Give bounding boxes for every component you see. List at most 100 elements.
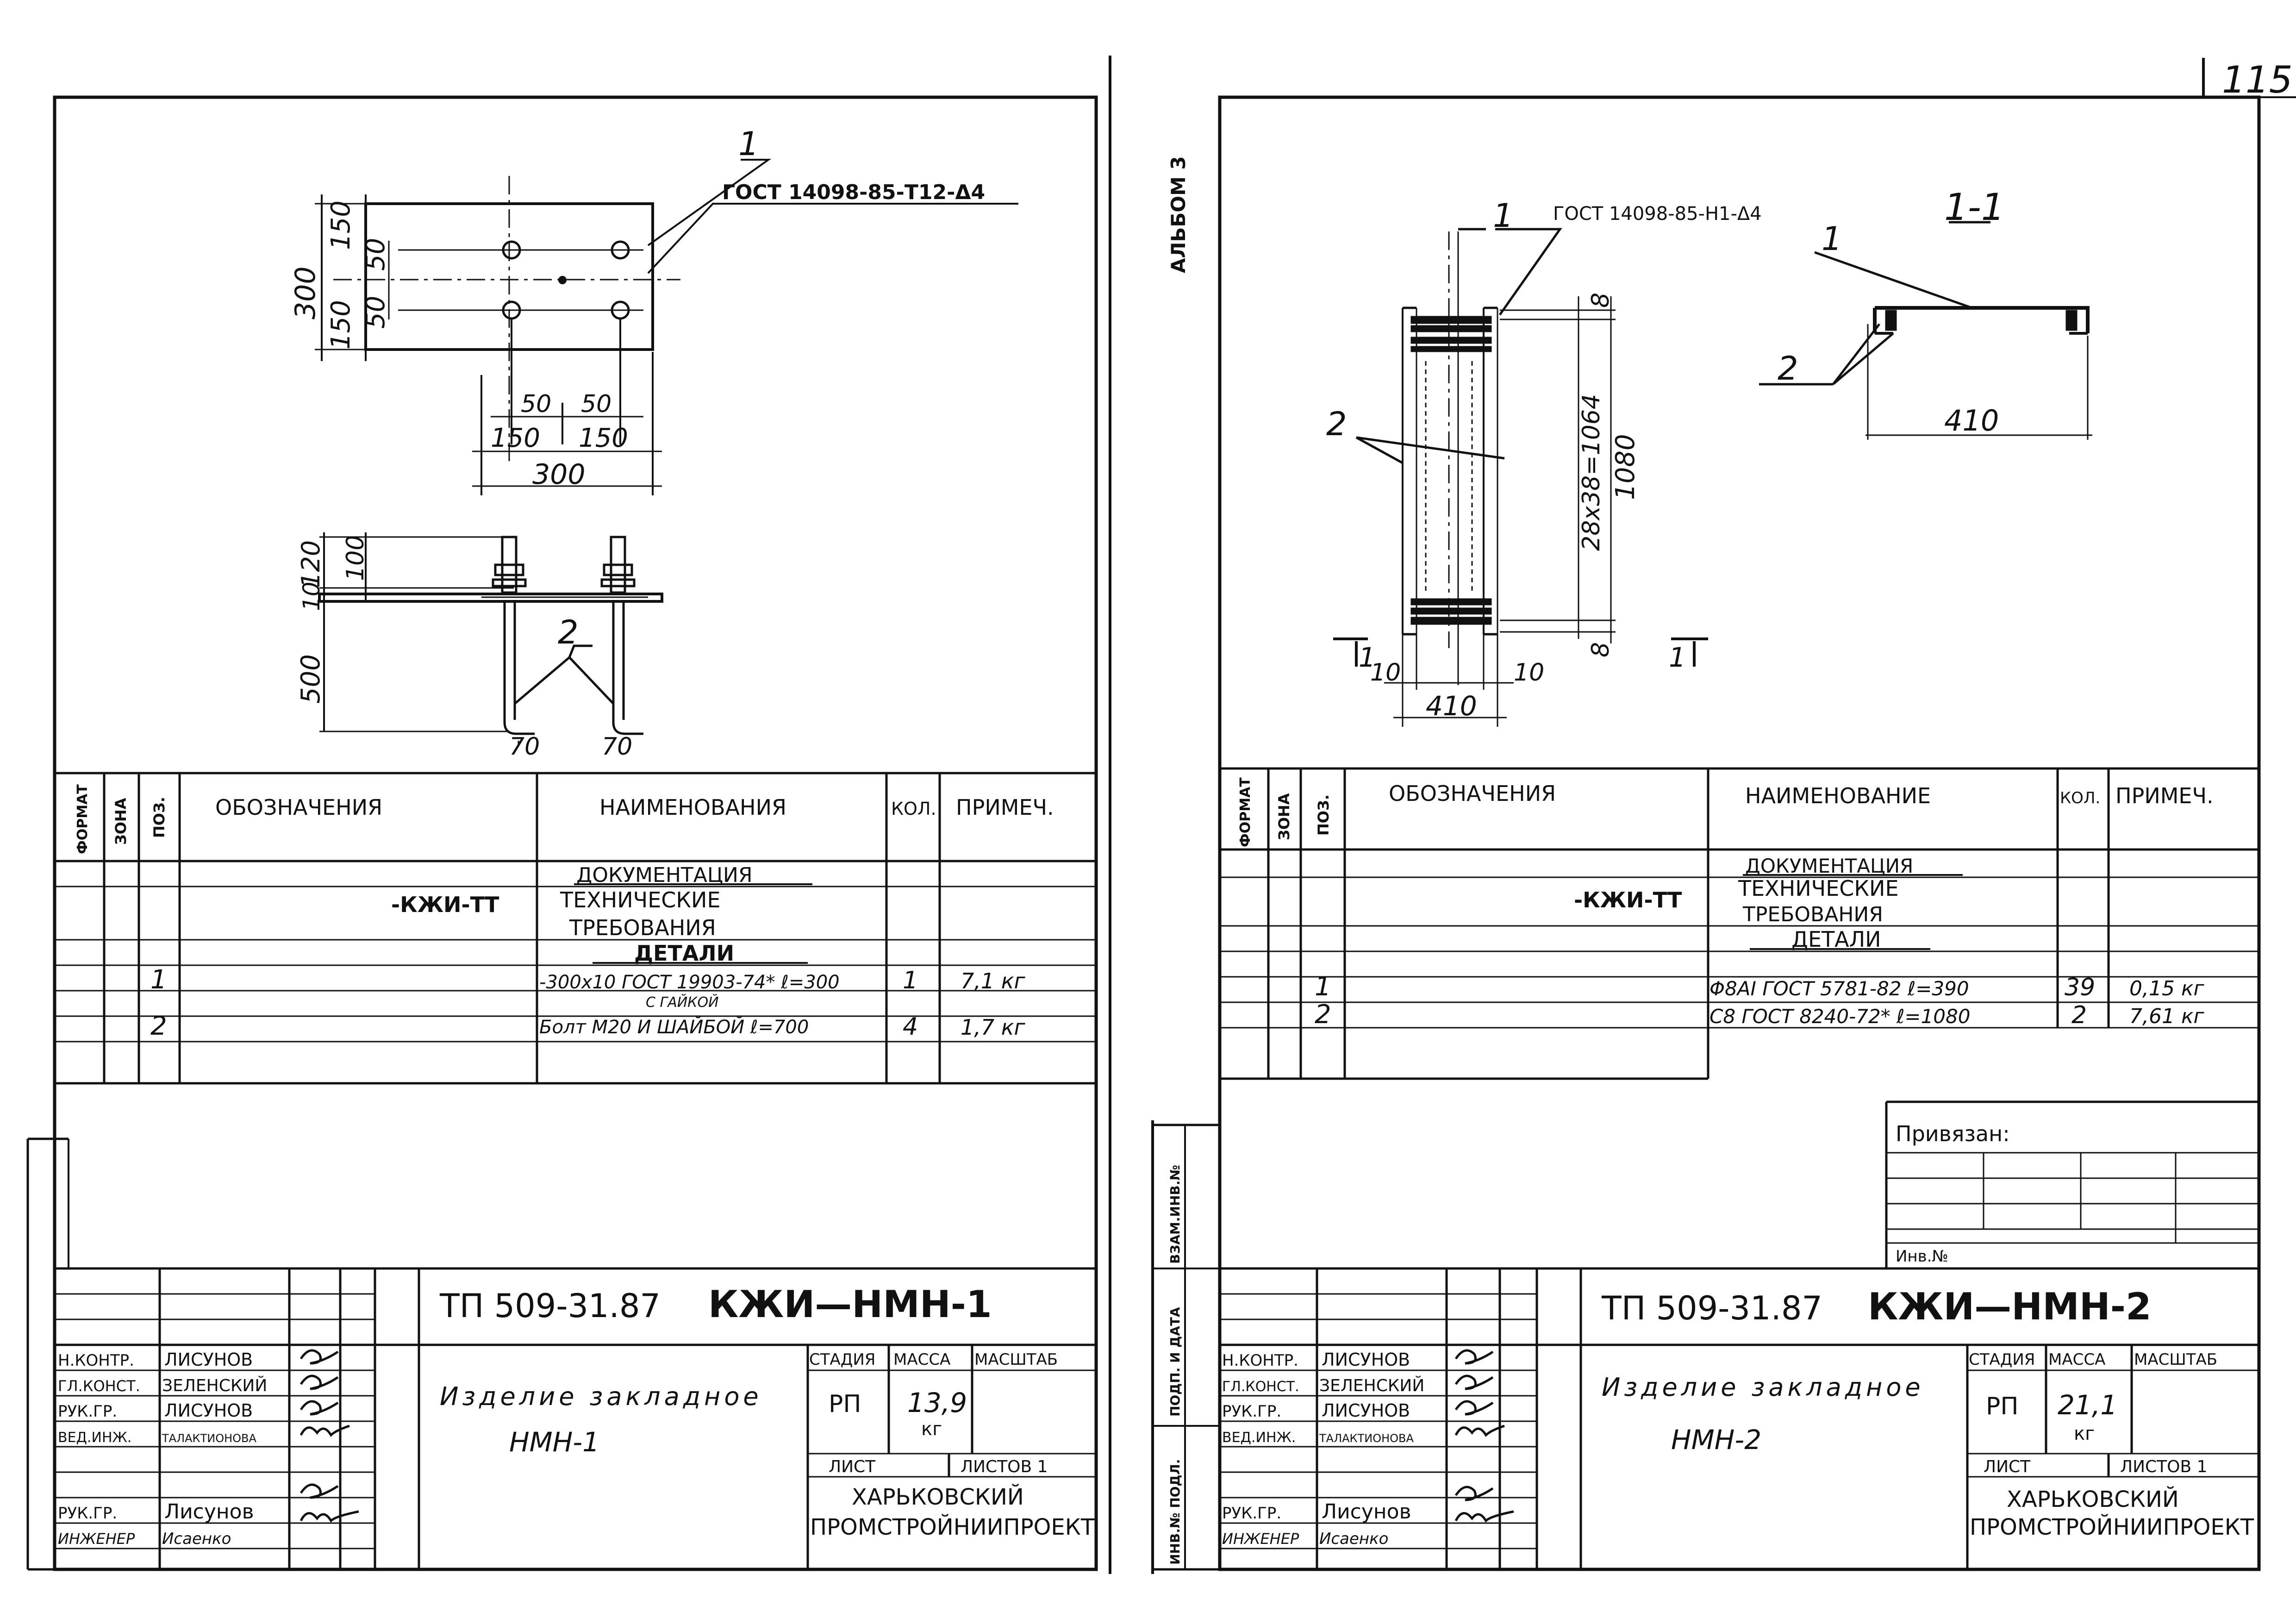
sheet2-gost-note: ГОСТ 14098-85-Н1-Δ4 [1553, 203, 1762, 225]
sheet1-role-2: РУК.ГР. [58, 1402, 117, 1421]
sheet1-name-0: ЛИСУНОВ [164, 1349, 253, 1370]
sheet1-dim-300-h: 300 [532, 458, 586, 491]
sheet1-hdr-pos: ПОЗ. [150, 797, 168, 838]
sheet1-sheet-label: ЛИСТ [829, 1457, 876, 1476]
sheet2-mass-unit: кг [2074, 1423, 2095, 1444]
sheet1-pos1-callout: 1 [738, 125, 759, 163]
sheet2-role-3: ВЕД.ИНЖ. [1222, 1430, 1296, 1446]
sheet1-dim-50-h2: 50 [581, 390, 611, 418]
sheet2-dim-1080: 1080 [1610, 434, 1641, 500]
sheet1-scale-label: МАСШТАБ [974, 1350, 1058, 1369]
sheet2-side-label-2: ИНВ.№ ПОДЛ. [1167, 1459, 1183, 1565]
sheet2-sheets-label: ЛИСТОВ 1 [2120, 1457, 2208, 1476]
sheet2-stage-value: РП [1986, 1393, 2018, 1420]
sheet1-org-2: ПРОМСТРОЙНИИПРОЕКТ [810, 1514, 1095, 1540]
sheet1-roles: Н.КОНТР. ГЛ.КОНСТ. РУК.ГР. ВЕД.ИНЖ. РУК.… [58, 1351, 140, 1548]
sheet1-dim-150-a: 150 [326, 200, 356, 250]
sheet1-dim-50-h1: 50 [521, 390, 551, 418]
sheet2-sec-pos1: 1 [1822, 220, 1842, 258]
sheet1-hdr-format: ФОРМАТ [75, 784, 91, 854]
sheet2-stage-label: СТАДИЯ [1969, 1350, 2035, 1369]
sheet2-roles: Н.КОНТР. ГЛ.КОНСТ. РУК.ГР. ВЕД.ИНЖ. РУК.… [1222, 1351, 1299, 1548]
page-number: 115 [2222, 58, 2293, 101]
sheet1-frame [26, 95, 1098, 1571]
sheet2-cut-right: 1 [1669, 642, 1686, 673]
sheet2-name-3: ТАЛАКТИОНОВА [1319, 1432, 1414, 1445]
sheet2-hdr-designation: ОБОЗНАЧЕНИЯ [1389, 781, 1556, 806]
sheet1-hdr-qty: КОЛ. [891, 799, 936, 819]
sheet1-doc-section: ДОКУМЕНТАЦИЯ [576, 863, 753, 887]
sheet1-role-1: ГЛ.КОНСТ. [58, 1377, 140, 1395]
sheet1-row1-note: 7,1 кг [961, 968, 1026, 993]
sheet1-sheets-label: ЛИСТОВ 1 [961, 1457, 1048, 1476]
sheet1-doc-name-1: ТЕХНИЧЕСКИЕ [560, 887, 721, 912]
sheet2-hdr-qty: КОЛ. [2060, 789, 2100, 807]
sheet2-sec-dim: 410 [1944, 404, 1999, 437]
sheet2-doc-name-1: ТЕХНИЧЕСКИЕ [1738, 876, 1899, 901]
sheet2-sec-pos2: 2 [1778, 350, 1798, 387]
sheet1-doc-mark-title: КЖИ—НМН-1 [708, 1283, 992, 1326]
sheet2-dim-28x38: 28x38=1064 [1578, 394, 1605, 551]
sheet2-sheet-label: ЛИСТ [1984, 1457, 2031, 1476]
sheet1-hdr-zone: ЗОНА [112, 798, 130, 845]
sheet2-row1-qty: 39 [2065, 974, 2095, 1001]
sheet2-signatures [1454, 1349, 1514, 1523]
sheet1-role-0: Н.КОНТР. [58, 1351, 134, 1370]
sheet1-item-title: Изделие закладное [440, 1382, 762, 1411]
sheet2-hdr-zone: ЗОНА [1275, 793, 1293, 840]
sheet2-role-1: ГЛ.КОНСТ. [1222, 1379, 1299, 1395]
sheet1-hdr-designation: ОБОЗНАЧЕНИЯ [215, 795, 382, 820]
sheet2-mass-label: МАССА [2048, 1350, 2105, 1369]
sheet2-doc-code: -КЖИ-ТТ [1574, 887, 1682, 912]
sheet1-names: ЛИСУНОВ ЗЕЛЕНСКИЙ ЛИСУНОВ ТАЛАКТИОНОВА Л… [162, 1349, 267, 1548]
sheet1-details-section: ДЕТАЛИ [634, 941, 734, 966]
sheet1-section-view [318, 532, 663, 745]
sheet1-dim-120: 120 [296, 540, 325, 588]
sheet1-signatures [299, 1349, 359, 1523]
sheet1-row2-name: Болт М20 И ШАЙБОЙ ℓ=700 [539, 1016, 809, 1038]
sheet1-dim-500: 500 [296, 654, 326, 704]
sheet2-hdr-pos: ПОЗ. [1315, 794, 1332, 836]
sheet2-cut-left: 1 [1359, 642, 1376, 673]
sheet2-frame [1151, 95, 2261, 1571]
sheet1-item-mark: НМН-1 [509, 1426, 599, 1458]
sheet1-dim-10: 10 [298, 581, 325, 611]
sheet2-side-label-1: ПОДП. И ДАТА [1167, 1307, 1183, 1417]
sheet2-dim-410: 410 [1426, 690, 1477, 722]
sheet2-doc-mark-title: КЖИ—НМН-2 [1868, 1285, 2152, 1328]
sheet2-side-label-0: ВЗАМ.ИНВ.№ [1167, 1165, 1183, 1264]
sheet2-dim-8a: 8 [1587, 293, 1615, 308]
sheet1-doc-code-title: ТП 509-31.87 [439, 1287, 661, 1325]
sheet2-role-4: РУК.ГР. [1222, 1504, 1281, 1523]
sheet2-dim-8b: 8 [1587, 642, 1615, 657]
sheet2-hdr-format: ФОРМАТ [1237, 777, 1254, 847]
sheet1-dim-150-b: 150 [326, 300, 356, 350]
sheet1-row2-pos: 2 [150, 1011, 167, 1041]
sheet1-mass-value: 13,9 [907, 1387, 967, 1418]
sheet2-row2-name: С8 ГОСТ 8240-72* ℓ=1080 [1710, 1005, 1970, 1028]
sheet2-org-2: ПРОМСТРОЙНИИПРОЕКТ [1970, 1514, 2254, 1540]
sheet2-role-2: РУК.ГР. [1222, 1402, 1281, 1421]
sheet2-binding-title: Привязан: [1896, 1121, 2010, 1146]
sheet2-hdr-name: НАИМЕНОВАНИЕ [1745, 783, 1931, 808]
sheet1-row1-name: -300x10 ГОСТ 19903-74* ℓ=300 [539, 972, 840, 993]
sheet1-row2-qty: 4 [903, 1013, 918, 1041]
sheet2-role-0: Н.КОНТР. [1222, 1351, 1298, 1370]
sheet2-row2-note: 7,61 кг [2129, 1005, 2205, 1028]
sheet1-dim-150-h1: 150 [491, 423, 540, 453]
sheet2-names: ЛИСУНОВ ЗЕЛЕНСКИЙ ЛИСУНОВ ТАЛАКТИОНОВА Л… [1319, 1349, 1424, 1548]
sheet2-name-4: Лисунов [1322, 1500, 1411, 1524]
sheet2-pos1-callout: 1 [1493, 197, 1514, 235]
sheet1-dim-50-b: 50 [361, 296, 391, 329]
page-frame [1109, 56, 1154, 1574]
sheet2-mass-value: 21,1 [2058, 1389, 2117, 1421]
sheet2-row1-pos: 1 [1315, 972, 1331, 1002]
sheet2-name-5: Исаенко [1319, 1530, 1388, 1548]
sheet2-binding-inv: Инв.№ [1896, 1247, 1948, 1266]
sheet2-name-2: ЛИСУНОВ [1322, 1400, 1410, 1421]
sheet1-spec-grid [55, 772, 1096, 1085]
sheet2-section-1-1 [1759, 221, 2092, 440]
sheet1-name-3: ТАЛАКТИОНОВА [162, 1432, 256, 1445]
sheet1-hdr-name: НАИМЕНОВАНИЯ [599, 795, 786, 820]
